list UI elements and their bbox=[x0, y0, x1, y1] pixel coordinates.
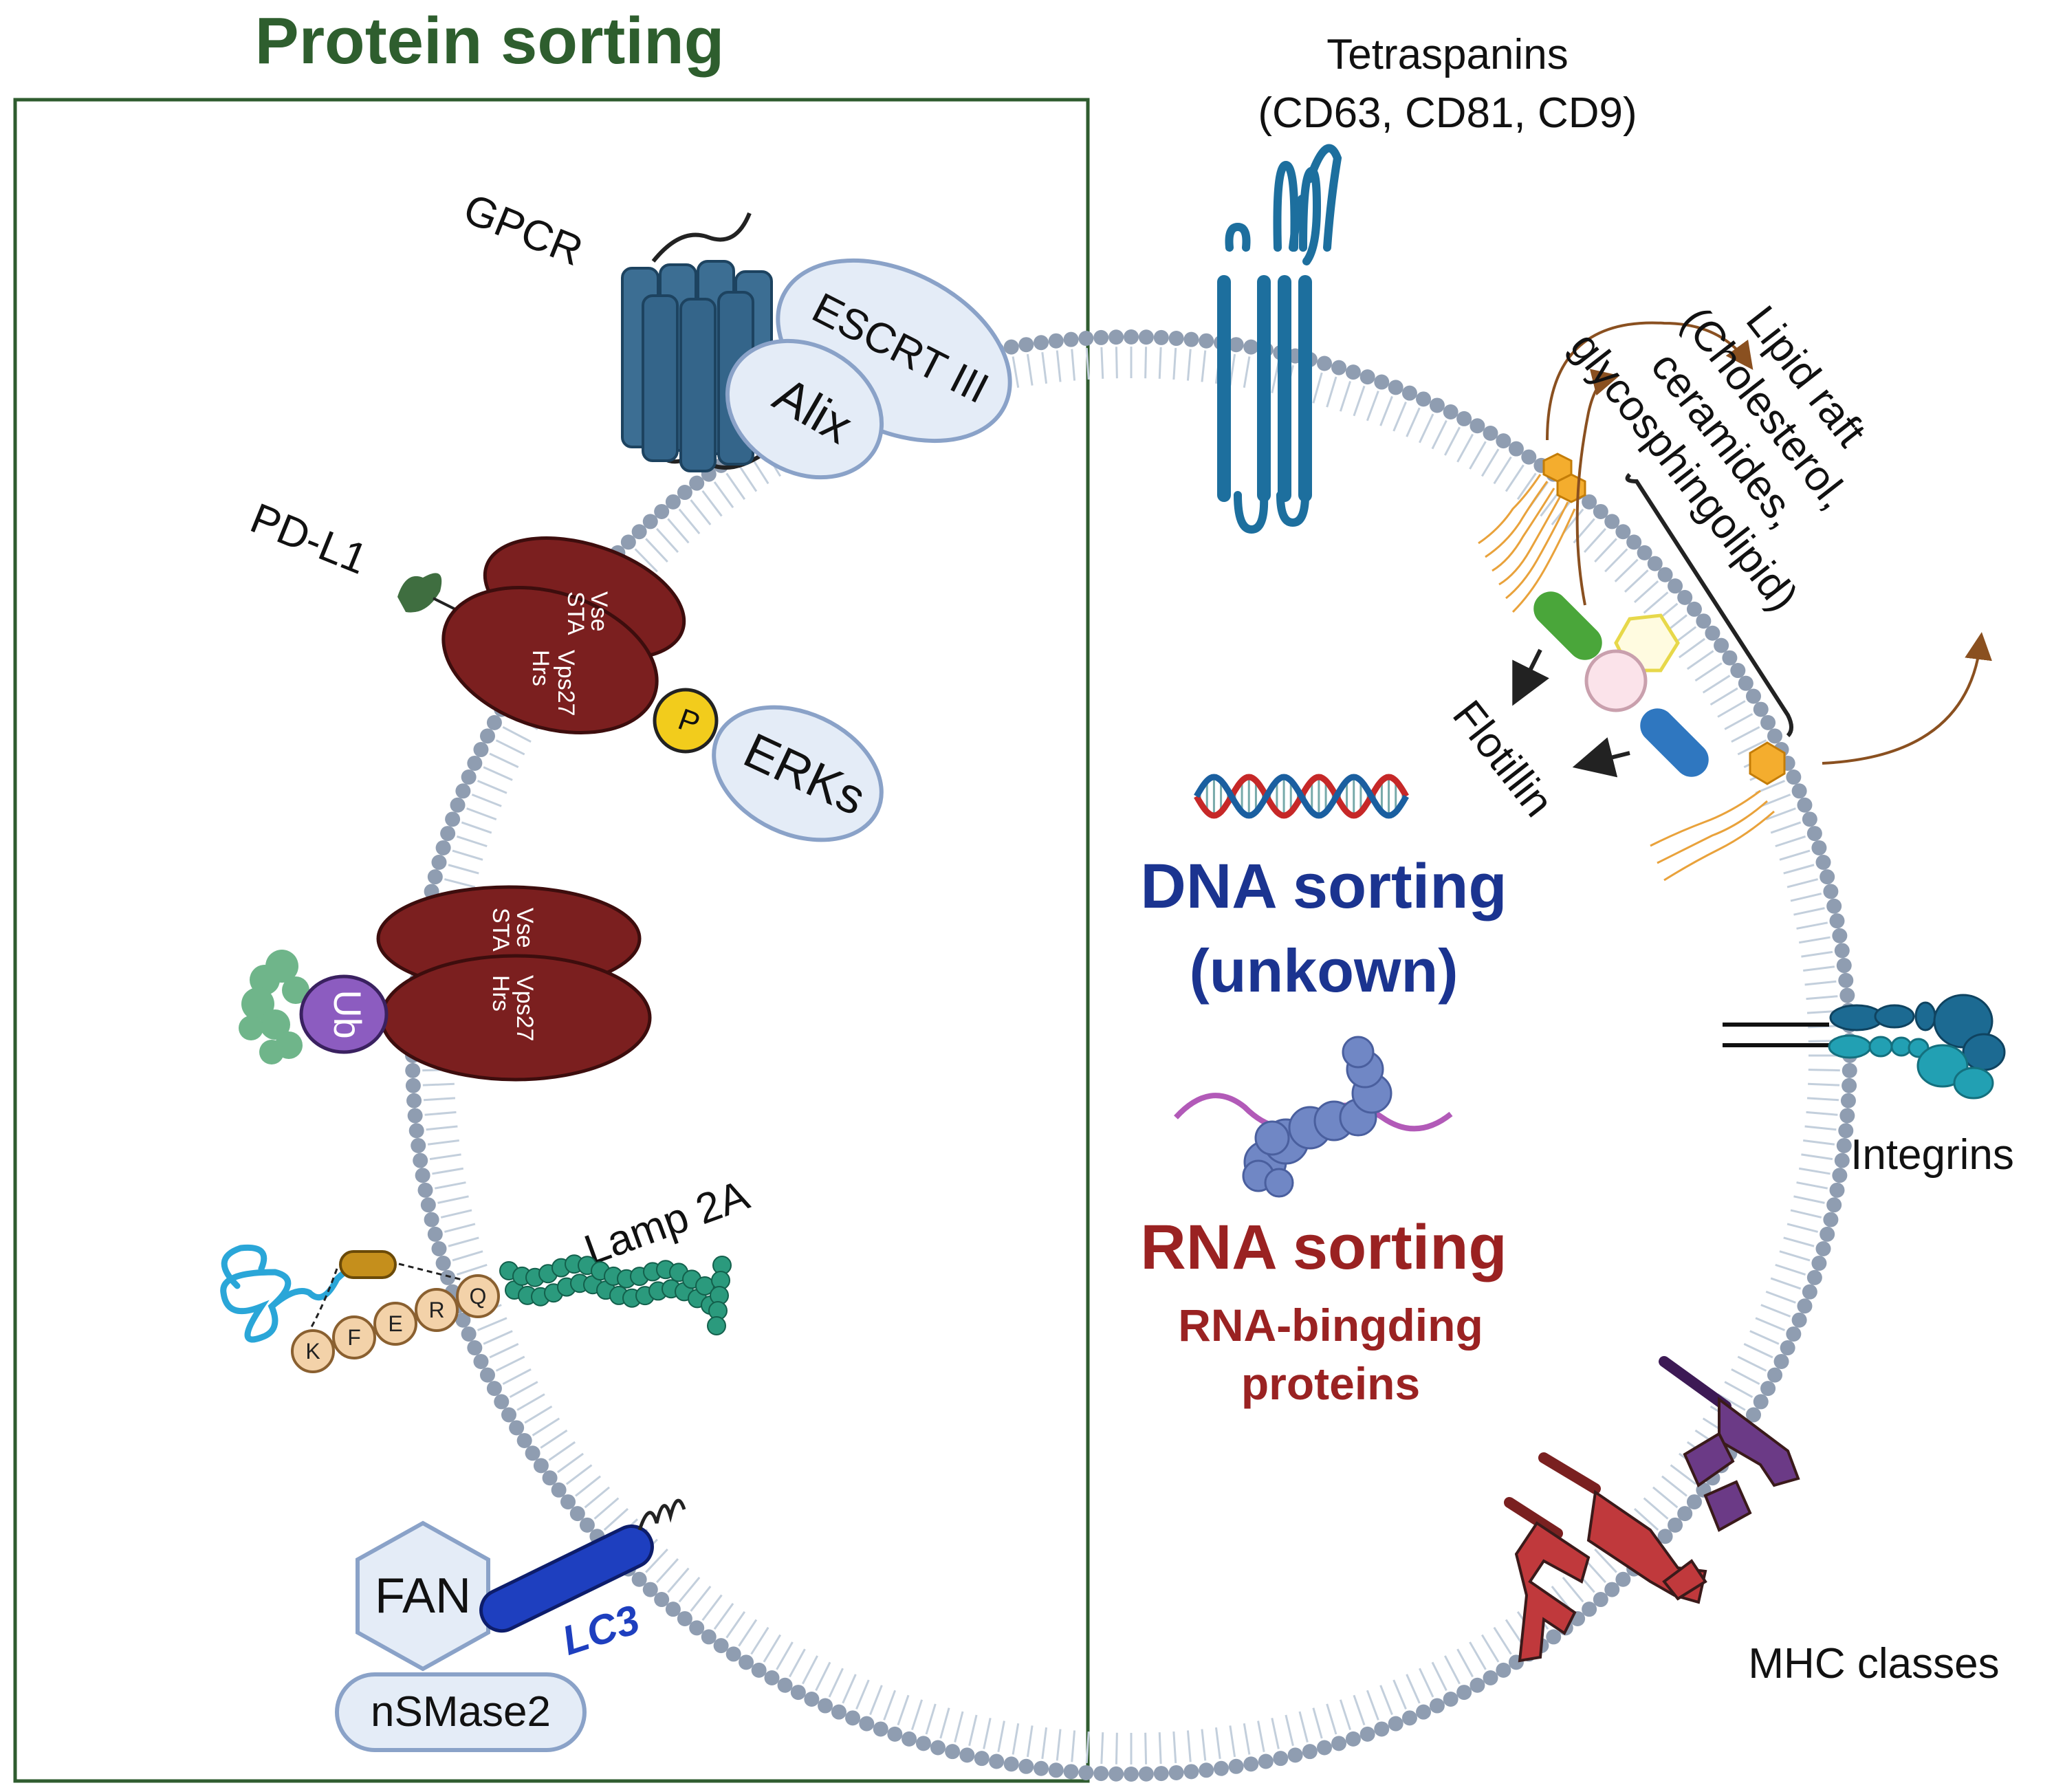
ubiquitinated-cargo-icon bbox=[239, 950, 309, 1064]
kferq-letter: K bbox=[305, 1339, 320, 1364]
protein-sorting-title: Protein sorting bbox=[255, 4, 725, 78]
rna-binding-proteins-line-1: RNA-bingding bbox=[1178, 1300, 1483, 1351]
kferq-letter: F bbox=[347, 1325, 361, 1350]
fan-protein: FAN bbox=[356, 1520, 490, 1672]
gpcr-label: GPCR bbox=[457, 185, 589, 275]
lc3-label: LC3 bbox=[556, 1596, 645, 1664]
kferq-letter: Q bbox=[470, 1284, 487, 1309]
lipid-raft-arrows bbox=[1546, 321, 1992, 765]
lamp-2a-chain bbox=[499, 1254, 732, 1335]
alix-protein: Alix bbox=[725, 338, 884, 480]
lipid-raft-tails bbox=[1478, 474, 1775, 882]
hrs-label-1: Hrs bbox=[527, 650, 554, 686]
tetraspanins-members-label: (CD63, CD81, CD9) bbox=[1258, 89, 1637, 137]
mhc-classes-label: MHC classes bbox=[1748, 1640, 1999, 1687]
kferq-letter: E bbox=[388, 1311, 402, 1336]
fan-label: FAN bbox=[375, 1569, 471, 1624]
vse-label-1: Vse bbox=[586, 591, 612, 632]
nsmase2-protein: nSMase2 bbox=[335, 1672, 587, 1752]
vps27-label-2: Vps27 bbox=[512, 975, 538, 1041]
flotillin-icons bbox=[1512, 591, 1709, 778]
erks-protein: ERKs bbox=[712, 705, 884, 842]
vps27-label-1: Vps27 bbox=[553, 650, 579, 716]
ubiquitin-tag: Ub bbox=[299, 974, 389, 1054]
ceramide-glycosphingolipid-icons bbox=[1584, 613, 1680, 712]
phosphate-group: P bbox=[653, 688, 719, 754]
kferq-motif: K F E R Q bbox=[291, 1274, 500, 1373]
flotillin-label: Flotillin bbox=[1443, 692, 1562, 826]
rna-binding-proteins-line-2: proteins bbox=[1241, 1358, 1420, 1409]
protein-sorting-box bbox=[13, 98, 1090, 1783]
escrt-0-complex-lower: Vse STA Vps27 Hrs bbox=[376, 885, 652, 1082]
vse-label-2: Vse bbox=[512, 908, 538, 948]
integrins-label: Integrins bbox=[1850, 1131, 2014, 1179]
lc3-protein: LC3 bbox=[479, 1498, 686, 1664]
integrins-icon bbox=[1723, 994, 2006, 1100]
sta-label-1: STA bbox=[562, 591, 589, 635]
dna-sorting-title: DNA sorting bbox=[1140, 851, 1507, 921]
nsmase2-label: nSMase2 bbox=[371, 1688, 551, 1736]
sta-label-2: STA bbox=[488, 908, 514, 952]
kferq-letter: R bbox=[428, 1298, 444, 1322]
pd-l1-label: PD-L1 bbox=[244, 494, 374, 584]
mhc-classes-icon bbox=[1504, 1356, 1800, 1663]
tetraspanins-icon bbox=[1217, 144, 1342, 534]
dna-sorting-status: (unkown) bbox=[1189, 937, 1458, 1005]
ubiquitin-label: Ub bbox=[326, 990, 369, 1039]
hrs-label-2: Hrs bbox=[488, 975, 514, 1012]
escrt-0-complex-upper: Vse STA Vps27 Hrs bbox=[441, 536, 686, 735]
rna-binding-protein-icon bbox=[1174, 1036, 1453, 1198]
lipid-raft-bracket bbox=[1625, 472, 1793, 738]
tetraspanins-label: Tetraspanins bbox=[1326, 31, 1569, 78]
chaperone-protein bbox=[339, 1250, 397, 1279]
rna-sorting-title: RNA sorting bbox=[1140, 1212, 1507, 1282]
dna-helix-icon bbox=[1194, 774, 1409, 819]
